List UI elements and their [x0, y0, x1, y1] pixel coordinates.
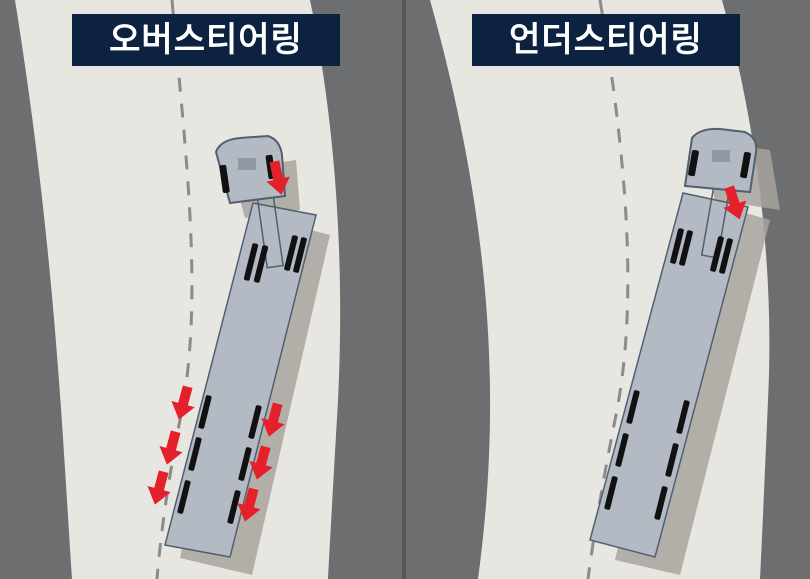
left-truck — [143, 134, 330, 575]
understeer-title: 언더스티어링 — [472, 14, 740, 66]
trailer — [164, 202, 317, 558]
oversteer-title: 오버스티어링 — [72, 14, 340, 66]
trailer — [589, 192, 749, 558]
right-truck — [589, 127, 780, 575]
lane-divider-left — [155, 0, 194, 579]
panel-divider — [402, 0, 406, 579]
